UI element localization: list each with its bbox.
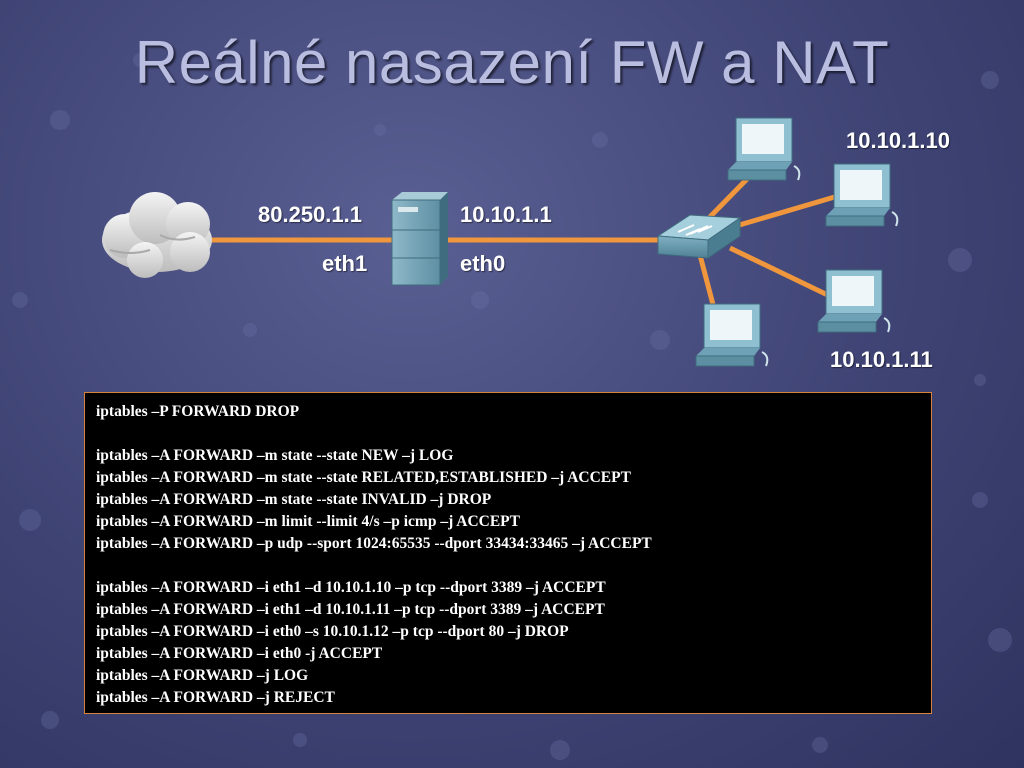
- rule-line: iptables –A FORWARD –i eth0 –s 10.10.1.1…: [96, 623, 569, 640]
- pc2-ip-label: 10.10.1.11: [830, 347, 933, 372]
- rule-line: iptables –A FORWARD –j REJECT: [96, 689, 335, 706]
- rule-line: [96, 555, 931, 577]
- rule-line: iptables –A FORWARD –m limit --limit 4/s…: [96, 513, 520, 530]
- workstation-icon: [727, 117, 801, 181]
- switch-icon: [656, 214, 742, 259]
- rule-line: iptables –A FORWARD –p udp --sport 1024:…: [96, 535, 652, 552]
- network-links: [205, 176, 840, 317]
- rule-line: iptables –P FORWARD DROP: [96, 403, 300, 420]
- rule-line: iptables –A FORWARD –j LOG: [96, 667, 309, 684]
- rule-line: iptables –A FORWARD –m state --state NEW…: [96, 447, 454, 464]
- network-diagram: [102, 117, 899, 367]
- pc1-ip-label: 10.10.1.10: [846, 128, 950, 153]
- workstation-icon: [817, 269, 891, 333]
- rule-line: [96, 423, 931, 445]
- rule-line: iptables –A FORWARD –m state --state REL…: [96, 469, 631, 486]
- inner-ip-label: 10.10.1.1: [460, 202, 552, 227]
- internet-cloud-icon: [102, 192, 212, 278]
- outer-ip-label: 80.250.1.1: [258, 202, 362, 227]
- outer-interface-label: eth1: [322, 251, 368, 276]
- inner-interface-label: eth0: [460, 251, 506, 276]
- iptables-rules-box: iptables –P FORWARD DROP iptables –A FOR…: [84, 392, 932, 714]
- server-tower-icon: [391, 192, 448, 286]
- rule-line: iptables –A FORWARD –i eth1 –d 10.10.1.1…: [96, 601, 605, 618]
- workstation-icon: [825, 163, 899, 227]
- workstation-icon: [695, 303, 769, 367]
- link-switch-pc-right: [735, 193, 839, 229]
- slide-title: Reálné nasazení FW a NAT: [134, 29, 890, 96]
- rule-line: iptables –A FORWARD –m state --state INV…: [96, 491, 492, 508]
- link-switch-pc-lowright: [728, 245, 840, 303]
- rule-line: iptables –A FORWARD –i eth1 –d 10.10.1.1…: [96, 579, 606, 596]
- rule-line: iptables –A FORWARD –i eth0 -j ACCEPT: [96, 645, 383, 662]
